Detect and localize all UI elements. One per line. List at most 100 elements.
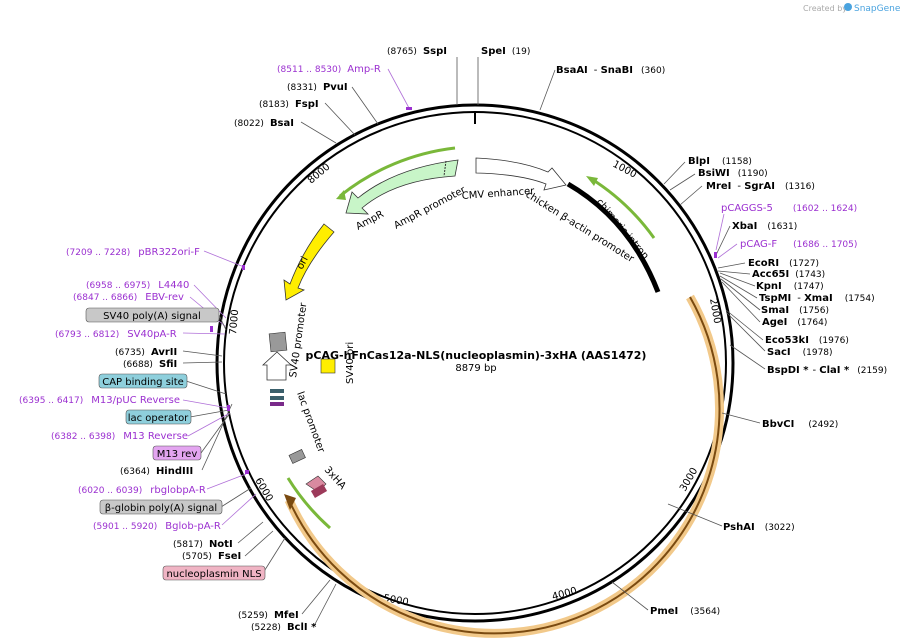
chicken-actin-promoter-feature — [566, 181, 661, 293]
label-ori: ori — [295, 255, 311, 272]
lead-fsei — [244, 530, 274, 557]
lead-pvui — [351, 86, 379, 125]
enzyme-bspdi: BspDI *- ClaI *(2159) — [767, 365, 887, 376]
label-three-ha: 3xHA — [322, 465, 348, 492]
mark-pbr322 — [242, 265, 245, 270]
box-cap-bg — [98, 373, 188, 389]
snapgene-logo-icon — [844, 3, 852, 11]
enzyme-kpni: KpnI(1747) — [756, 281, 824, 292]
enzyme-sfii: (6688)SfiI — [123, 359, 177, 370]
primer-pcag-f: pCAG-F(1686 .. 1705) — [740, 239, 857, 250]
sv40-promoter-feature — [261, 351, 293, 381]
lead-sv40pa-r — [182, 332, 226, 335]
box-m13: M13 rev — [157, 449, 198, 460]
lead-sv40-polya — [218, 314, 227, 331]
watermark-created-by: Created by — [803, 4, 847, 13]
tick-7000: 7000 — [228, 309, 241, 335]
lead-pcaggs5 — [715, 213, 725, 251]
sv40-polya-block — [268, 331, 288, 353]
primer-rbglobpa: (6020 .. 6039)rbglobpA-R — [78, 485, 206, 496]
intron-primer-arrowhead — [586, 176, 598, 186]
enzyme-tspmi: TspMI- XmaI(1754) — [759, 293, 875, 304]
ampr-feature — [345, 159, 459, 215]
primer-sv40pa-r: (6793 .. 6812)SV40pA-R — [55, 329, 177, 340]
lead-smai — [720, 278, 761, 311]
box-bglob-bg — [99, 499, 223, 515]
mark-m13puc — [227, 405, 230, 411]
lead-mfei — [301, 579, 331, 615]
enzyme-bbvci: BbvCI(2492) — [762, 419, 838, 430]
cap-site-block — [270, 389, 284, 393]
lead-saci — [726, 312, 766, 352]
lead-amp-r — [387, 68, 410, 109]
lead-bsaai — [539, 69, 556, 111]
enzyme-bcli: (5228)BclI * — [251, 622, 317, 633]
enzyme-fspi: (8183)FspI — [259, 99, 319, 110]
box-lac-op-bg — [125, 409, 192, 425]
lead-noti — [237, 521, 264, 544]
enzyme-eco53ki: Eco53kI(1976) — [765, 335, 849, 346]
enzyme-hindiii: (6364)HindIII — [120, 466, 193, 477]
tick-2000: 2000 — [707, 298, 722, 325]
lead-bglob — [221, 493, 257, 526]
primer-ebv-rev: (6847 .. 6866)EBV-rev — [73, 292, 184, 303]
lead-bbvci — [721, 412, 761, 424]
primer-green-arc-amp — [339, 146, 456, 198]
enzyme-avrii: (6735)AvrII — [115, 347, 177, 358]
ampr-promoter-divider — [443, 160, 447, 177]
enzyme-xbai: XbaI(1631) — [732, 221, 797, 232]
feature-labels: AmpR promoter AmpR CMV enhancer chicken … — [288, 184, 651, 492]
primer-m13-reverse: (6382 .. 6398)M13 Reverse — [51, 431, 188, 442]
lead-blpi — [663, 161, 686, 185]
label-sv40-promoter: SV40 promoter — [288, 301, 310, 378]
lead-kpni — [719, 272, 756, 287]
label-amp-promoter: AmpR promoter — [392, 184, 468, 231]
ori-feature — [283, 223, 335, 301]
lead-tspmi — [719, 275, 758, 299]
lac-operator-block — [270, 396, 284, 400]
bglobin-polya-block — [288, 449, 306, 464]
enzyme-pshai: PshAI(3022) — [723, 522, 795, 533]
lead-eco53ki — [725, 309, 764, 341]
lead-acc65i — [717, 270, 751, 275]
lead-m13puc — [182, 399, 229, 409]
lead-bcli — [313, 583, 337, 627]
box-cap: CAP binding site — [102, 377, 184, 388]
primer-pbr322ori: (7209 .. 7228)pBR322ori-F — [66, 247, 200, 258]
lead-bsai — [300, 121, 337, 144]
cmv-enhancer-feature — [475, 157, 567, 191]
box-nls: nucleoplasmin NLS — [166, 569, 261, 580]
enzyme-bsai: (8022)BsaI — [234, 118, 294, 129]
enzyme-fsei: (5705)FseI — [182, 551, 241, 562]
lead-pmei — [611, 581, 649, 611]
lead-bsiwi — [669, 173, 696, 191]
enzyme-blpi: BlpI(1158) — [688, 156, 752, 167]
mark-ebv — [210, 326, 213, 332]
mark-amp-r — [406, 107, 412, 110]
enzyme-acc65i: Acc65I(1743) — [752, 269, 825, 280]
lead-cap — [185, 380, 227, 395]
lead-nls-box — [262, 537, 286, 574]
lead-bspdi — [729, 344, 766, 370]
lead-pbr322ori — [203, 250, 245, 268]
enzyme-ecori: EcoRI(1727) — [748, 258, 819, 269]
enzyme-agei: AgeI(1764) — [762, 317, 827, 328]
sv40-ori-feature — [320, 358, 336, 374]
enzyme-noti: (5817)NotI — [173, 539, 233, 550]
box-lac-op: lac operator — [128, 413, 189, 424]
box-m13-bg — [152, 445, 202, 461]
watermark-brand: SnapGene — [854, 4, 900, 14]
lead-lac-op — [189, 409, 230, 418]
m13-rev-block — [270, 402, 284, 406]
snapgene-watermark: Created by SnapGene — [803, 3, 900, 14]
lead-agei — [721, 281, 761, 323]
lead-xbai — [715, 225, 731, 256]
enzyme-mfei: (5259)MfeI — [238, 610, 299, 621]
primer-green-arc-6000 — [286, 477, 331, 530]
lead-m13rev — [187, 412, 231, 437]
enzyme-smai: SmaI(1756) — [761, 305, 829, 316]
lead-pshai — [667, 503, 723, 527]
box-sv40-polya-bg — [85, 307, 220, 323]
